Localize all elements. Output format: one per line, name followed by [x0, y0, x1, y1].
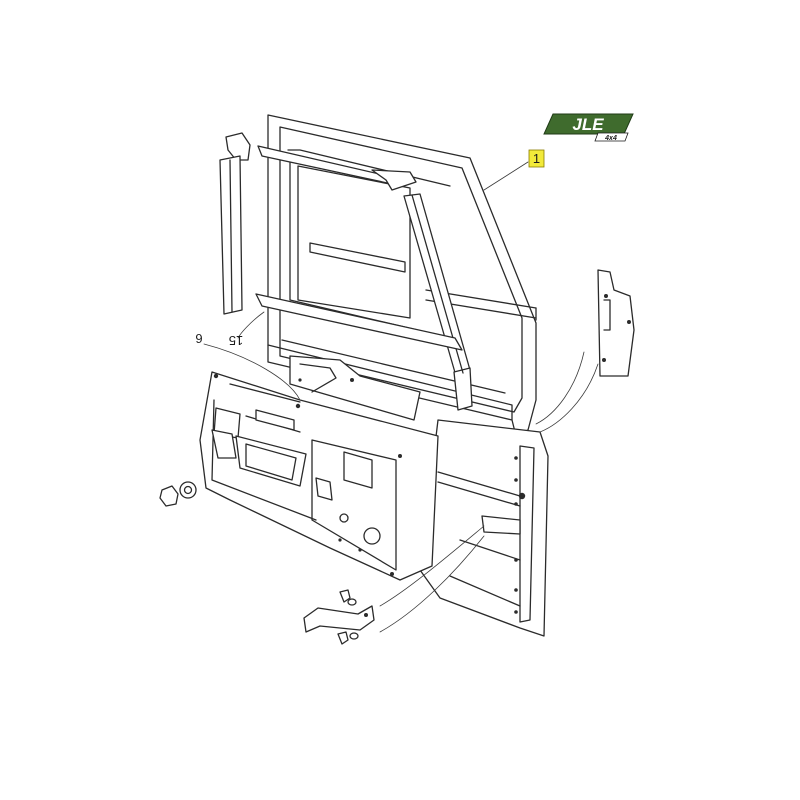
trim-panel-rivets: [213, 373, 402, 576]
callout-1: 1: [483, 149, 545, 191]
callout-15-label: 15: [229, 333, 243, 348]
callout-6: 6: [195, 331, 202, 346]
window-seal-bottom: [255, 293, 463, 351]
bolt-washer: [159, 481, 197, 507]
callout-15: 15: [229, 333, 243, 348]
seal-strip-left: [219, 132, 251, 315]
jle-logo: JLE 4x4: [543, 113, 634, 142]
inner-reinforcement: [289, 355, 421, 421]
hinge-bracket-right: [597, 269, 635, 377]
check-strap: [303, 589, 375, 645]
door-shell: [419, 419, 549, 637]
door-trim-panel: [199, 371, 439, 581]
logo-subtext: 4x4: [604, 135, 617, 142]
callout-1-label: 1: [533, 151, 540, 166]
callout-6-label: 6: [195, 331, 202, 346]
strap-bolts: [337, 589, 359, 645]
door-shell-rivets: [514, 456, 526, 614]
leader-lines: [203, 311, 599, 633]
window-guide-channel: [403, 193, 473, 411]
window-channel-top: [257, 145, 417, 191]
logo-text: JLE: [572, 115, 604, 134]
